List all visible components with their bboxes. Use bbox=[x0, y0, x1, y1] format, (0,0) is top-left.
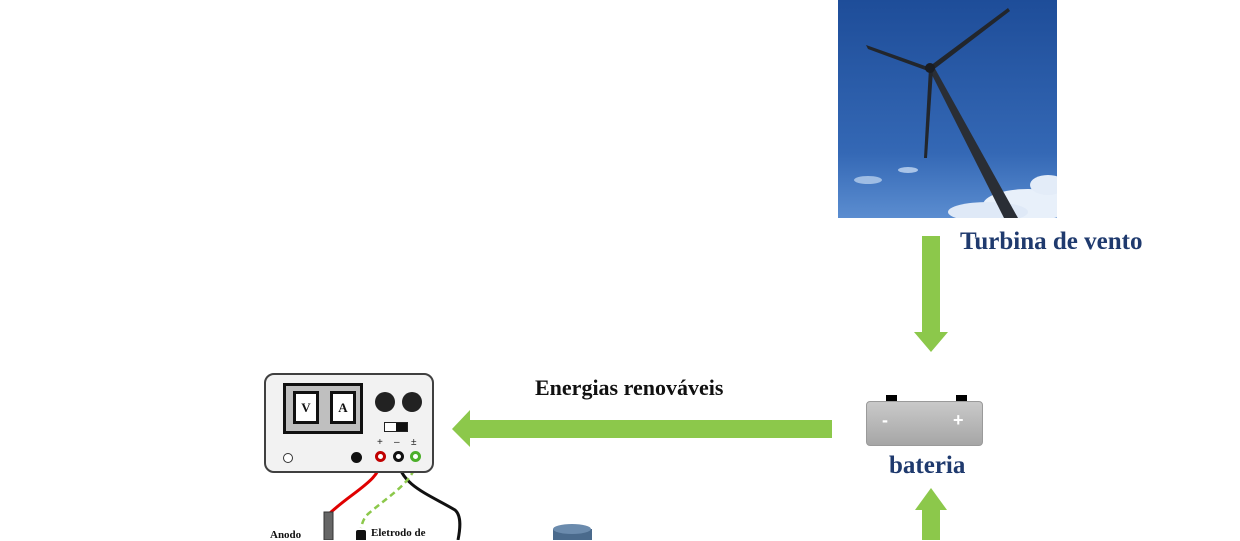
battery bbox=[866, 401, 983, 446]
terminal-plus-label: + bbox=[377, 437, 383, 448]
wind-turbine-photo bbox=[838, 0, 1057, 218]
arrow-turbine-to-battery bbox=[914, 236, 948, 352]
cylinder-cell bbox=[553, 524, 592, 540]
power-led bbox=[283, 453, 293, 463]
power-switch bbox=[384, 422, 408, 432]
ground-jack bbox=[410, 451, 421, 462]
green-dashed-wire bbox=[359, 459, 418, 529]
anode-label: Anodo bbox=[270, 529, 302, 541]
battery-positive-sign: + bbox=[953, 410, 964, 430]
reference-electrode bbox=[356, 530, 366, 540]
battery-terminal-positive bbox=[956, 395, 967, 402]
arrow-battery-to-power-supply bbox=[452, 410, 832, 447]
voltage-knob bbox=[375, 392, 395, 412]
ammeter: A bbox=[330, 391, 356, 424]
battery-terminal-negative bbox=[886, 395, 897, 402]
power-button bbox=[351, 452, 362, 463]
renewables-label: Energias renováveis bbox=[535, 375, 724, 400]
turbine-label: Turbina de vento bbox=[960, 228, 1143, 255]
negative-jack bbox=[393, 451, 404, 462]
battery-negative-sign: - bbox=[882, 410, 888, 430]
current-knob bbox=[402, 392, 422, 412]
voltmeter: V bbox=[293, 391, 319, 424]
battery-label: bateria bbox=[889, 452, 966, 479]
positive-jack bbox=[375, 451, 386, 462]
arrow-up-to-battery bbox=[915, 488, 947, 540]
anode-rod bbox=[323, 511, 334, 540]
black-wire bbox=[396, 459, 462, 540]
reference-electrode-label: Eletrodo de bbox=[371, 527, 426, 539]
terminal-ground-label: ± bbox=[411, 437, 417, 448]
terminal-minus-label: – bbox=[394, 437, 400, 448]
